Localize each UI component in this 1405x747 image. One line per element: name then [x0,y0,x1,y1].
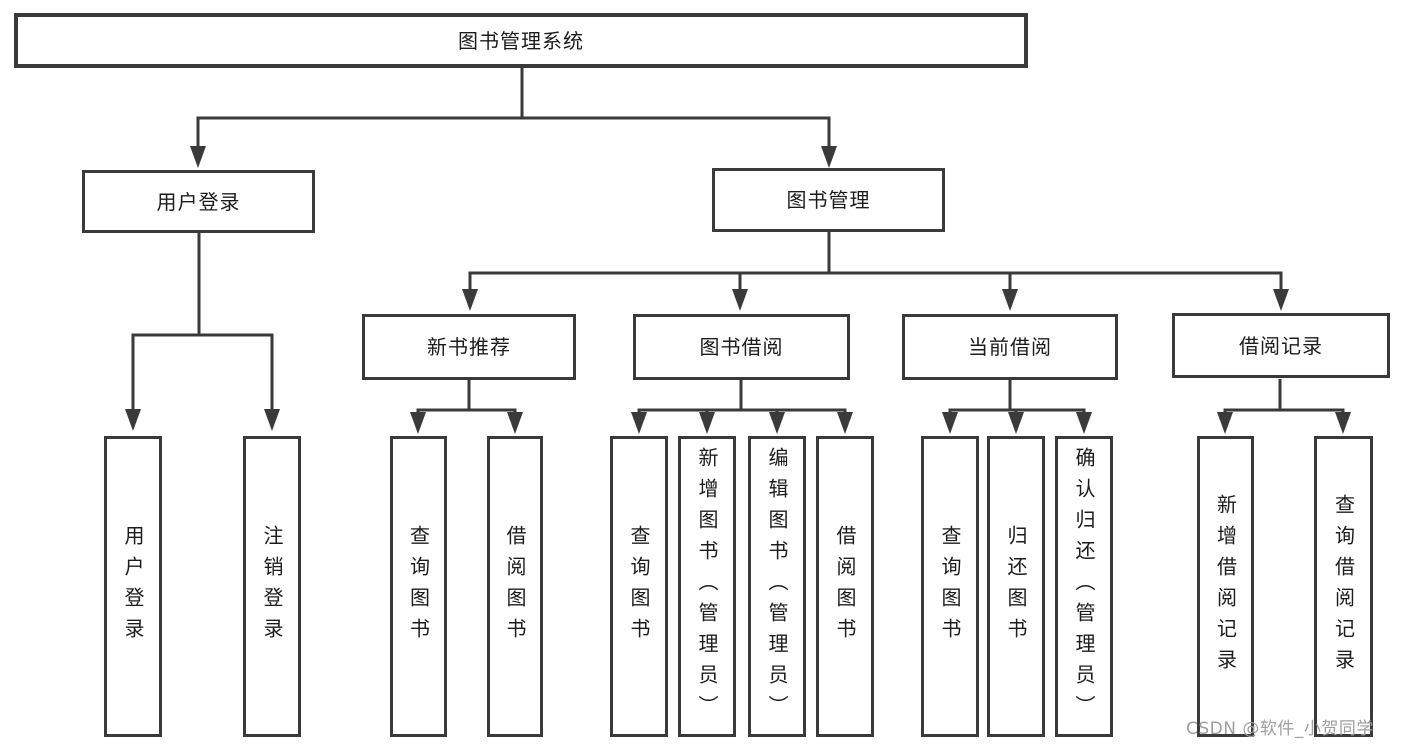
node-edit-books-admin: 编辑图书（管理员） [748,436,806,737]
node-query-books-3: 查询图书 [921,436,979,737]
node-label: 图书管理系统 [458,28,584,53]
node-label: 用户登录 [156,189,241,214]
node-label: 当前借阅 [968,335,1052,359]
node-query-books-1: 查询图书 [390,436,447,737]
node-label: 借阅图书 [503,524,527,649]
node-label: 查询借阅记录 [1331,493,1356,680]
node-confirm-return-admin: 确认归还（管理员） [1055,436,1113,737]
node-label: 新增借阅记录 [1213,493,1238,680]
node-user-login: 用户登录 [82,170,315,233]
node-new-book-recommendation: 新书推荐 [362,314,576,380]
node-user-login-leaf: 用户登录 [104,436,162,737]
node-query-books-2: 查询图书 [610,436,668,737]
node-label: 图书借阅 [699,335,784,359]
node-label: 新增图书（管理员） [695,447,719,726]
node-return-books: 归还图书 [987,436,1045,737]
node-logout: 注销登录 [243,436,301,737]
node-borrow-books-2: 借阅图书 [816,436,874,737]
node-label: 用户登录 [121,524,145,649]
node-label: 借阅记录 [1239,333,1323,358]
node-book-management: 图书管理 [712,168,945,232]
csdn-watermark: CSDN @软件_小贺同学 [1186,719,1374,739]
node-label: 归还图书 [1004,524,1028,649]
node-label: 新书推荐 [427,335,511,359]
node-borrowing-records: 借阅记录 [1172,313,1390,378]
node-add-borrow-record: 新增借阅记录 [1197,436,1254,737]
node-label: 查询图书 [627,524,651,649]
node-label: 查询图书 [406,524,431,649]
node-borrow-books-1: 借阅图书 [487,436,543,737]
node-current-borrowing: 当前借阅 [902,314,1118,380]
node-query-borrow-record: 查询借阅记录 [1314,436,1373,737]
node-label: 确认归还（管理员） [1072,447,1096,726]
node-book-borrowing: 图书借阅 [633,314,850,380]
node-label: 借阅图书 [833,524,857,649]
node-library-management-system: 图书管理系统 [14,13,1028,68]
node-label: 查询图书 [938,524,962,649]
node-label: 注销登录 [260,524,284,649]
node-add-books-admin: 新增图书（管理员） [678,436,736,737]
node-label: 编辑图书（管理员） [765,447,789,726]
node-label: 图书管理 [786,188,871,212]
